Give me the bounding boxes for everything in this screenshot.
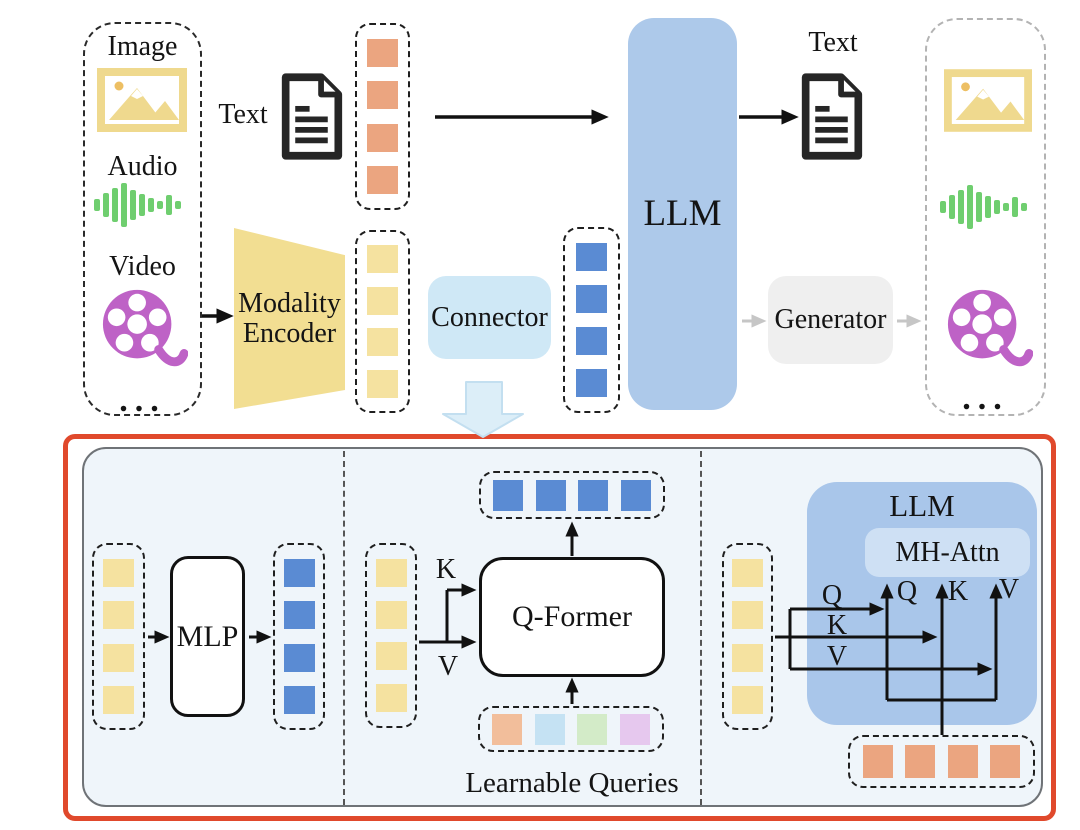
film-reel-icon [100,285,188,373]
feature-token [375,558,407,587]
connector-detail-frame [63,434,1056,821]
connector-box: Connector [428,276,551,359]
feature-token [103,685,134,714]
aligned-token [283,643,315,672]
text-token [990,745,1021,778]
attn-input-token-column [722,543,773,730]
output-modalities-panel: ... [925,18,1046,416]
modality-feature-column [355,230,410,413]
aligned-token [576,327,607,355]
feature-token [367,286,398,315]
feature-token [732,685,763,714]
text-input-label: Text [218,99,268,130]
learnable-query-token [577,713,608,745]
audio-label: Audio [107,151,178,182]
aligned-token [493,479,524,511]
k-source-label: K [826,610,848,641]
image-label: Image [107,31,178,62]
qformer-label: Q-Former [512,600,632,634]
feature-token [375,600,407,629]
input-modalities-panel: Image Audio [83,22,202,419]
text-token-column [355,23,410,210]
learnable-queries-label: Learnable Queries [465,767,679,799]
modality-encoder-label-line2: Encoder [242,317,337,349]
llm-box: LLM [628,18,737,410]
learnable-query-token [492,713,523,745]
aligned-token [576,285,607,313]
mh-attn-box: MH-Attn [865,528,1030,577]
connector-label: Connector [431,301,548,333]
aligned-token [620,479,651,511]
block-down-arrow-icon [442,381,524,438]
learnable-query-token [619,713,650,745]
panel-divider [343,451,345,805]
output-ellipsis: ... [962,380,1009,417]
mlp-label: MLP [176,619,239,653]
feature-token [732,559,763,588]
mlp-output-token-column [273,543,325,730]
modality-encoder-label-line1: Modality [238,288,341,320]
mlp-input-token-column [92,543,145,730]
document-icon [798,73,865,160]
k-input-label: K [435,554,457,585]
modality-encoder: Modality Encoder [234,228,345,409]
aligned-token [576,243,607,271]
video-label: Video [109,251,176,282]
feature-token [375,642,407,671]
qformer-output-token-row [479,471,665,519]
learnable-query-token [534,713,565,745]
text-token [367,39,398,68]
document-icon [278,73,345,160]
aligned-token [283,559,315,588]
q-dest-label: Q [896,576,918,607]
generator-box: Generator [768,276,893,364]
feature-token [103,601,134,630]
v-source-label: V [826,641,848,672]
llm-inner-label: LLM [889,488,955,523]
text-token [367,81,398,110]
aligned-token [283,685,315,714]
feature-token [375,684,407,713]
llm-label: LLM [643,192,722,234]
input-ellipsis: ... [119,382,166,419]
learnable-queries-row [478,706,664,752]
text-token [367,123,398,152]
picture-icon [944,69,1032,132]
q-source-label: Q [821,580,843,611]
aligned-token [283,601,315,630]
audio-waveform-icon [94,182,189,228]
picture-icon [97,68,187,132]
mlp-box: MLP [170,556,245,717]
feature-token [103,643,134,672]
feature-token [732,643,763,672]
panel-divider [700,451,702,805]
llm-inner-box: LLM MH-Attn [807,482,1037,725]
text-embedding-row [848,735,1035,788]
text-token [367,165,398,194]
feature-token [367,328,398,357]
aligned-token-column [563,227,620,413]
v-input-label: V [437,651,459,682]
audio-waveform-icon [940,184,1035,230]
aligned-token [535,479,566,511]
feature-token [103,559,134,588]
text-output-label: Text [808,27,858,58]
k-dest-label: K [947,576,969,607]
v-dest-label: V [998,574,1020,605]
mh-attn-label: MH-Attn [895,536,1000,568]
aligned-token [576,369,607,397]
text-token [862,745,893,778]
text-token [905,745,936,778]
feature-token [367,245,398,274]
qformer-box: Q-Former [479,557,665,677]
aligned-token [578,479,609,511]
qformer-input-token-column [365,543,417,728]
film-reel-icon [945,285,1033,373]
feature-token [732,601,763,630]
feature-token [367,369,398,398]
generator-label: Generator [774,304,887,336]
text-token [947,745,978,778]
